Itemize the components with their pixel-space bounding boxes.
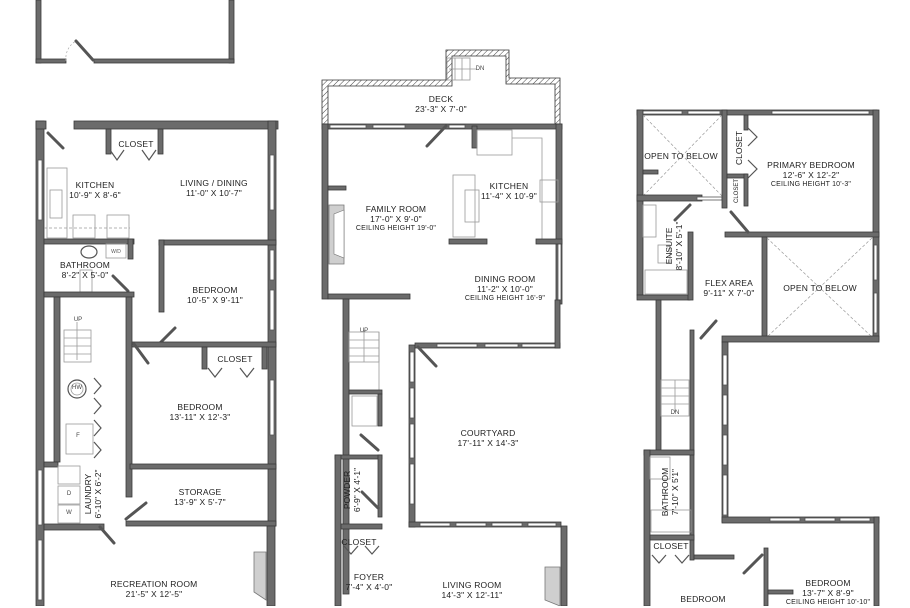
room-foyer: FOYER 7'-4" X 4'-0" (346, 572, 393, 592)
room-name: BEDROOM (805, 578, 851, 588)
room-living-dining-lower: LIVING / DINING 11'-0" X 10'-7" (180, 178, 248, 198)
room-deck: DECK 23'-3" X 7'-0" (415, 94, 467, 114)
room-dims: 21'-5" X 12'-5" (125, 589, 183, 599)
ceiling-height: CEILING HEIGHT 19'-0" (355, 225, 437, 232)
dryer-label: D (66, 491, 72, 497)
lower-level-plan: W/D (35, 120, 279, 606)
room-flex-area: FLEX AREA 9'-11" X 7'-0" (703, 278, 754, 298)
room-dims: 6'-9" X 4'-1" (352, 467, 362, 513)
ceiling-height: CEILING HEIGHT 16'-9" (464, 295, 546, 302)
ceiling-height: CEILING HEIGHT 10'-10" (785, 599, 871, 606)
closet-label-main: CLOSET (341, 537, 377, 547)
room-recreation: RECREATION ROOM 21'-5" X 12'-5" (111, 579, 198, 599)
room-bathroom-lower: BATHROOM 8'-2" X 5'-0" (60, 260, 110, 280)
room-dims: 17'-0" X 9'-0" (370, 214, 422, 224)
room-name: FOYER (353, 572, 385, 582)
washer-label: W (66, 510, 72, 516)
room-dims: 7'-10" X 5'1" (670, 468, 680, 516)
room-dims: 13'-11" X 12'-3" (169, 412, 231, 422)
stair-up-label: UP (73, 317, 83, 323)
room-bedroom-upper-1: BEDROOM (680, 594, 725, 604)
room-name: LIVING / DINING (180, 178, 248, 188)
stair-dn-label-upper: DN (670, 410, 680, 416)
room-kitchen-lower: KITCHEN 10'-9" X 8'-6" (69, 180, 121, 200)
room-bathroom-upper: BATHROOM 7'-10" X 5'1" (660, 468, 680, 516)
room-dims: 10'-9" X 8'-6" (69, 190, 121, 200)
room-kitchen-main: KITCHEN 11'-4" X 10'-9" (481, 181, 537, 201)
closet-label-lower-2: CLOSET (217, 354, 253, 364)
open-to-below-1: OPEN TO BELOW (644, 151, 718, 161)
room-name: STORAGE (178, 487, 222, 497)
room-storage: STORAGE 13'-9" X 5'-7" (174, 487, 226, 507)
room-name: FAMILY ROOM (365, 204, 427, 214)
furnace-label: F (76, 433, 80, 439)
room-dims: 14'-3" X 12'-11" (441, 590, 503, 600)
room-name: COURTYARD (460, 428, 516, 438)
closet-label-upper-3: CLOSET (653, 541, 689, 551)
room-dims: 8'-2" X 5'-0" (61, 270, 109, 280)
open-to-below-2: OPEN TO BELOW (783, 283, 857, 293)
room-name: KITCHEN (75, 180, 115, 190)
room-name: BEDROOM (192, 285, 238, 295)
room-name: BATHROOM (59, 260, 111, 270)
room-bedroom-lower-2: BEDROOM 13'-11" X 12'-3" (170, 402, 231, 422)
room-dims: 11'-2" X 10'-0" (476, 284, 534, 294)
room-dims: 6'-10" X 6'-2" (93, 469, 103, 519)
ceiling-height: CEILING HEIGHT 10'-3" (770, 181, 852, 188)
closet-label-upper-2: CLOSET (734, 178, 740, 204)
room-name: POWDER (342, 470, 352, 510)
room-name: DECK (428, 94, 454, 104)
room-dims: 7'-4" X 4'-0" (345, 582, 393, 592)
hot-water-label: HW (72, 385, 82, 391)
room-dims: 9'-11" X 7'-0" (703, 288, 755, 298)
room-primary-bedroom: PRIMARY BEDROOM 12'-6" X 12'-2" CEILING … (767, 160, 855, 190)
room-name: BEDROOM (680, 594, 726, 604)
room-name: FLEX AREA (704, 278, 754, 288)
stair-up-label-main: UP (359, 328, 369, 334)
room-name: LIVING ROOM (442, 580, 502, 590)
room-name: PRIMARY BEDROOM (767, 160, 855, 170)
room-dims: 13'-7" X 8'-9" (802, 588, 854, 598)
room-courtyard: COURTYARD 17'-11" X 14'-3" (458, 428, 519, 448)
svg-text:W/D: W/D (111, 249, 121, 255)
room-ensuite: ENSUITE 8'-10" X 5'-1" (664, 222, 684, 271)
room-dims: 17'-11" X 14'-3" (457, 438, 519, 448)
room-dims: 12'-6" X 12'-2" (782, 170, 840, 180)
deck-stair-dn-label: DN (475, 66, 485, 72)
room-dining: DINING ROOM 11'-2" X 10'-0" CEILING HEIG… (465, 274, 545, 304)
room-dims: 11'-4" X 10'-9" (480, 191, 538, 201)
room-dims: 10'-5" X 9'-11" (186, 295, 244, 305)
main-level-plan (321, 49, 568, 606)
room-name: ENSUITE (664, 227, 674, 265)
closet-label-lower-1: CLOSET (118, 139, 154, 149)
room-bedroom-upper-2: BEDROOM 13'-7" X 8'-9" CEILING HEIGHT 10… (786, 578, 870, 608)
room-laundry: LAUNDRY 6'-10" X 6'-2" (83, 470, 103, 519)
room-family: FAMILY ROOM 17'-0" X 9'-0" CEILING HEIGH… (356, 204, 436, 234)
room-dims: 11'-0" X 10'-7" (185, 188, 243, 198)
room-bedroom-lower-1: BEDROOM 10'-5" X 9'-11" (187, 285, 243, 305)
room-living: LIVING ROOM 14'-3" X 12'-11" (442, 580, 503, 600)
room-name: LAUNDRY (83, 473, 93, 515)
room-powder: POWDER 6'-9" X 4'-1" (342, 468, 362, 512)
room-dims: 13'-9" X 5'-7" (174, 497, 226, 507)
room-name: KITCHEN (489, 181, 529, 191)
room-dims: 8'-10" X 5'-1" (674, 221, 684, 271)
room-name: BATHROOM (660, 467, 670, 517)
outbuilding (35, 0, 235, 64)
room-name: DINING ROOM (474, 274, 536, 284)
closet-label-upper-1: CLOSET (734, 130, 744, 166)
room-name: RECREATION ROOM (110, 579, 198, 589)
room-name: BEDROOM (177, 402, 223, 412)
room-dims: 23'-3" X 7'-0" (415, 104, 467, 114)
upper-level-plan (636, 109, 880, 606)
